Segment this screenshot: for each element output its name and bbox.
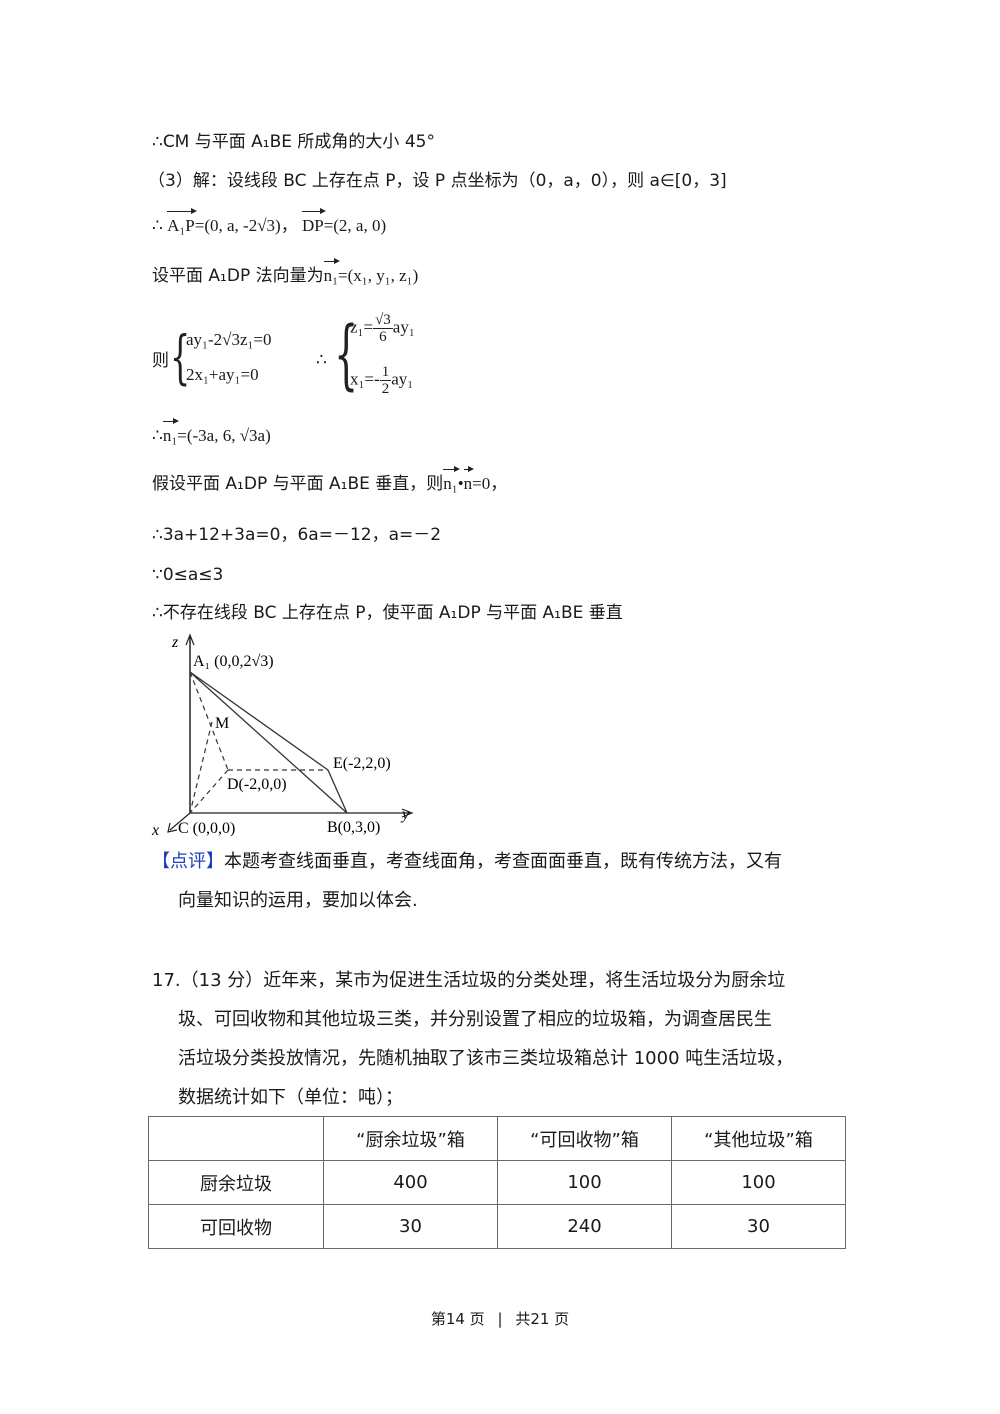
- dot-operator: •: [457, 474, 464, 493]
- therefore-symbol: ∴: [316, 350, 327, 370]
- part3-setup-line: （3）解：设线段 BC 上存在点 P，设 P 点坐标为（0，a，0），则 a∈[…: [148, 171, 727, 191]
- normal-vector-line: 设平面 A₁DP 法向量为n₁=(x₁, y₁, z₁): [152, 258, 419, 288]
- page-number: 第14 页: [430, 1310, 485, 1328]
- therefore-symbol: ∴: [152, 216, 163, 235]
- table-header-row: “厨余垃圾”箱 “可回收物”箱 “其他垃圾”箱: [148, 1116, 846, 1161]
- label-E: E(-2,2,0): [333, 755, 391, 772]
- vector-n1-value: =(-3a, 6, √3a): [177, 426, 271, 445]
- comment-text-continued: 向量知识的运用，要加以体会.: [178, 890, 418, 911]
- fraction-numerator: 1: [379, 364, 392, 381]
- table-cell: 100: [671, 1160, 846, 1205]
- x-arrow-icon: [167, 822, 178, 833]
- label-D: D(-2,0,0): [227, 776, 287, 793]
- equation-solve-line: ∴3a+12+3a=0，6a=－12，a=－2: [152, 525, 442, 545]
- table-cell: 30: [323, 1204, 498, 1249]
- footer-separator: |: [497, 1310, 503, 1328]
- label-B: B(0,3,0): [327, 819, 380, 836]
- vector-n1: n₁: [443, 466, 461, 496]
- table-header-cell: “厨余垃圾”箱: [323, 1116, 498, 1161]
- system1-eq1: ay₁-2√3z₁=0: [186, 330, 272, 349]
- x1-lhs: x₁=-: [350, 369, 380, 389]
- vector-n1: n₁: [162, 418, 180, 448]
- vector-DP-value: =(2, a, 0): [323, 216, 387, 235]
- perpendicular-assumption-line: 假设平面 A₁DP 与平面 A₁BE 垂直，则n₁•n=0，: [152, 466, 508, 496]
- table-row-label: 厨余垃圾: [148, 1160, 324, 1205]
- table-row: 可回收物 30 240 30: [148, 1204, 846, 1249]
- y-arrow-icon: [401, 808, 414, 818]
- table-cell: 30: [671, 1204, 846, 1249]
- therefore-symbol: ∴: [152, 426, 163, 445]
- comment-block: 【点评】本题考查线面垂直，考查线面角，考查面面垂直，既有传统方法，又有 向量知识…: [152, 842, 852, 920]
- table-row: 厨余垃圾 400 100 100: [148, 1160, 846, 1205]
- question-17-line-3: 活垃圾分类投放情况，先随机抽取了该市三类垃圾箱总计 1000 吨生活垃圾，: [178, 1048, 794, 1069]
- system-label: 则: [152, 351, 169, 371]
- range-line: ∵0≤a≤3: [152, 565, 224, 585]
- z1-lhs: z₁=: [350, 317, 374, 337]
- fraction-denominator: 2: [381, 381, 390, 397]
- page-footer: 第14 页 | 共21 页: [0, 1308, 1000, 1329]
- vector-A1P: A₁P: [167, 208, 197, 238]
- x-axis: [169, 812, 191, 831]
- table-cell: 240: [497, 1204, 672, 1249]
- table-header-cell: “其他垃圾”箱: [671, 1116, 846, 1161]
- y-axis-label: y: [400, 806, 410, 823]
- table-row-label: 可回收物: [148, 1204, 324, 1249]
- vector-A1P-value: =(0, a, -2√3)，: [194, 216, 298, 235]
- vector-n: n: [463, 466, 474, 496]
- page-total: 共21 页: [515, 1310, 570, 1328]
- table-cell: 400: [323, 1160, 498, 1205]
- x-axis-label: x: [151, 822, 159, 839]
- z-axis-label: z: [171, 634, 179, 651]
- table-cell: 100: [497, 1160, 672, 1205]
- left-brace-icon: {: [170, 323, 191, 391]
- vector-line: ∴ A₁P=(0, a, -2√3)， DP=(2, a, 0): [152, 208, 387, 238]
- fraction-denominator: 6: [379, 329, 387, 345]
- z-arrow-icon: [185, 633, 195, 646]
- normal-vector-intro: 设平面 A₁DP 法向量为: [152, 266, 324, 286]
- system1-eq2: 2x₁+ay₁=0: [186, 365, 259, 384]
- question-17-line-2: 圾、可回收物和其他垃圾三类，并分别设置了相应的垃圾箱，为调查居民生: [178, 1009, 772, 1030]
- conclusion-angle-line: ∴CM 与平面 A₁BE 所成角的大小 45°: [152, 132, 435, 152]
- coordinate-figure: z y x A₁ (0,0,2√3) M E(-2,2,0) D(-2,0,0)…: [151, 633, 414, 839]
- question-17: 17.（13 分）近年来，某市为促进生活垃圾的分类处理，将生活垃圾分为厨余垃 圾…: [152, 961, 852, 1117]
- left-brace-icon: {: [334, 309, 359, 398]
- table-header-cell: “可回收物”箱: [497, 1116, 672, 1161]
- n1-result-line: ∴n₁=(-3a, 6, √3a): [152, 418, 271, 448]
- table-header-cell: [148, 1116, 324, 1161]
- label-M: M: [215, 715, 229, 732]
- x1-rhs: ay₁: [391, 369, 414, 389]
- garbage-data-table: “厨余垃圾”箱 “可回收物”箱 “其他垃圾”箱 厨余垃圾 400 100 100…: [148, 1116, 846, 1249]
- question-17-line-4: 数据统计如下（单位：吨）；: [178, 1087, 403, 1108]
- final-conclusion-line: ∴不存在线段 BC 上存在点 P，使平面 A₁DP 与平面 A₁BE 垂直: [152, 603, 623, 623]
- assumption-text: 假设平面 A₁DP 与平面 A₁BE 垂直，则: [152, 474, 444, 494]
- label-C: C (0,0,0): [178, 820, 235, 837]
- vector-n1-components: =(x₁, y₁, z₁): [338, 266, 419, 285]
- vector-DP: DP: [301, 208, 326, 238]
- question-17-line-1: 17.（13 分）近年来，某市为促进生活垃圾的分类处理，将生活垃圾分为厨余垃: [152, 970, 786, 991]
- comment-tag: 【点评】: [152, 851, 224, 872]
- label-A1: A₁ (0,0,2√3): [193, 653, 274, 670]
- z1-rhs: ay₁: [392, 317, 415, 337]
- comment-text: 本题考查线面垂直，考查线面角，考查面面垂直，既有传统方法，又有: [224, 851, 782, 872]
- vector-n1: n₁: [323, 258, 341, 288]
- fraction-numerator: √3: [373, 312, 393, 329]
- equals-zero: =0，: [472, 474, 508, 493]
